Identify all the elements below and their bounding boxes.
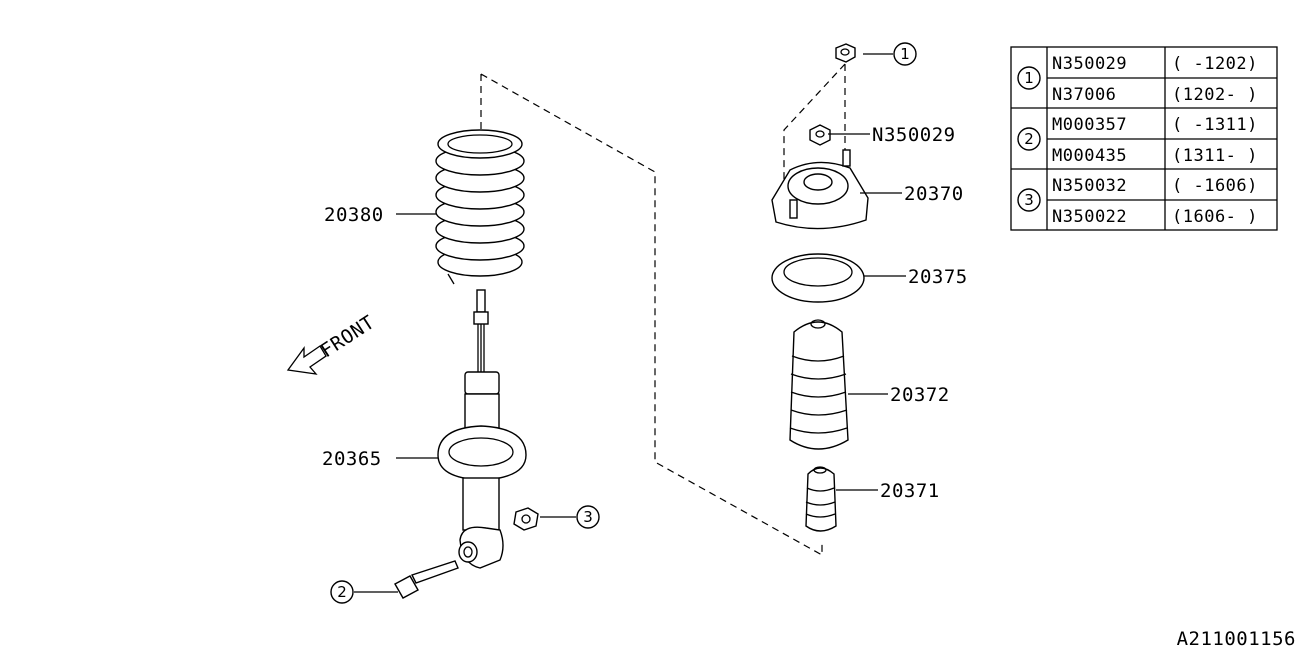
mount-guide-line: [783, 63, 846, 205]
callout-ref-1: 1: [893, 42, 917, 66]
legend-part: M000435: [1052, 146, 1127, 166]
coil-spring[interactable]: [435, 129, 525, 285]
legend-ref-3: 3: [1024, 191, 1034, 209]
callout-ref-3: 3: [576, 505, 600, 529]
legend-part: N350029: [1052, 54, 1127, 74]
callout-ref-2: 2: [330, 580, 354, 604]
mount-nut[interactable]: [809, 124, 831, 146]
callout-20372: 20372: [890, 384, 950, 406]
legend-part: N37006: [1052, 85, 1116, 105]
callout-20380: 20380: [324, 204, 384, 226]
callout-ref-2-label: 2: [337, 583, 347, 601]
legend-part: N350032: [1052, 176, 1127, 196]
legend-range: ( -1606): [1172, 176, 1258, 196]
legend-range: (1606- ): [1172, 207, 1258, 227]
legend-range: (1311- ): [1172, 146, 1258, 166]
dust-boot[interactable]: [789, 319, 849, 450]
legend-part: N350022: [1052, 207, 1127, 227]
legend-range: ( -1311): [1172, 115, 1258, 135]
bump-stop[interactable]: [805, 466, 837, 532]
top-nut[interactable]: [835, 43, 856, 63]
callout-20365: 20365: [322, 448, 382, 470]
legend-range: ( -1202): [1172, 54, 1258, 74]
drawing-id: A211001156: [1177, 628, 1296, 650]
callout-N350029: N350029: [872, 124, 956, 146]
callout-ref-3-label: 3: [583, 508, 593, 526]
legend-table: 1 2 3 N350029 ( -1202) N37006 (1202- ) M…: [1010, 46, 1278, 231]
front-arrow: FRONT: [286, 311, 379, 375]
callout-ref-1-label: 1: [900, 45, 910, 63]
legend-ref-2: 2: [1024, 130, 1034, 148]
strut-mount[interactable]: [771, 149, 869, 230]
bearing-seat[interactable]: [771, 253, 865, 303]
callout-20375: 20375: [908, 266, 968, 288]
front-label: FRONT: [317, 311, 379, 362]
legend-ref-1: 1: [1024, 69, 1034, 87]
lower-nut[interactable]: [513, 507, 539, 531]
strut-assembly[interactable]: [437, 289, 527, 569]
callout-20371: 20371: [880, 480, 940, 502]
legend-range: (1202- ): [1172, 85, 1258, 105]
assembly-guide-line: [480, 73, 823, 557]
callout-20370: 20370: [904, 183, 964, 205]
legend-part: M000357: [1052, 115, 1127, 135]
lower-bolt[interactable]: [394, 560, 459, 599]
